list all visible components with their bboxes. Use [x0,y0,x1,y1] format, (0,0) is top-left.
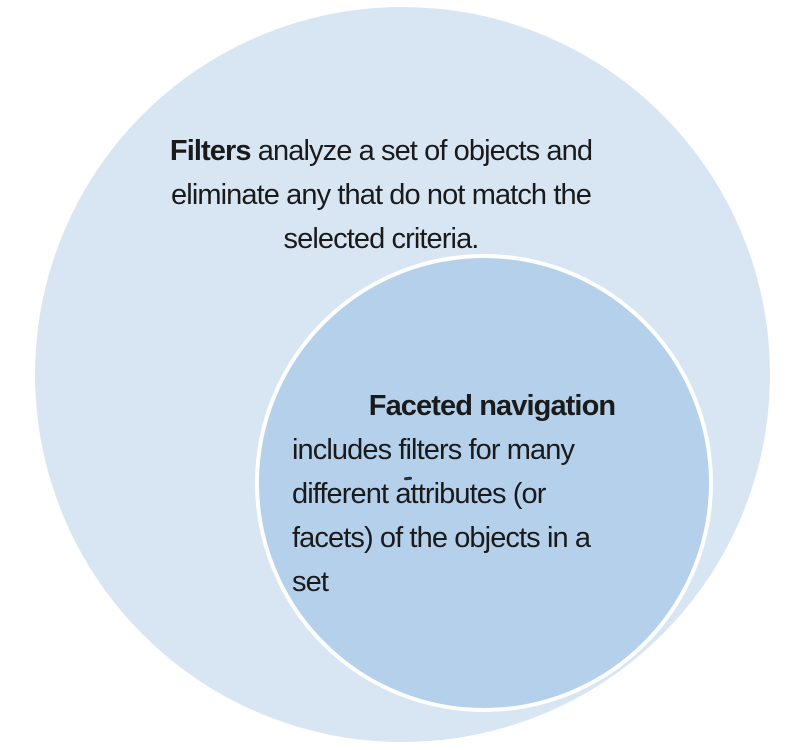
outer-caption-line-1-rest: analyze a set of objects and [250,135,593,167]
outer-caption-line-2: eliminate any that do not match the [171,179,592,211]
inner-caption-line-4: facets) of the objects in a [292,522,591,554]
faceted-navigation-term: Faceted navigation [368,390,616,422]
inner-circle-faceted-navigation [255,254,713,712]
inner-circle-caption: Faceted navigation includes filters for … [292,384,692,604]
inner-caption-line-5: set [292,566,329,598]
outer-caption-line-3: selected criteria. [283,223,480,255]
inner-caption-line-2: includes filters for many [292,434,575,466]
outer-caption-line-1: Filters analyze a set of objects and [121,129,641,173]
filters-term: Filters [169,135,252,167]
inner-caption-line-3: different attributes (or [292,478,546,510]
outer-circle-caption: Filters analyze a set of objects and eli… [121,129,641,261]
